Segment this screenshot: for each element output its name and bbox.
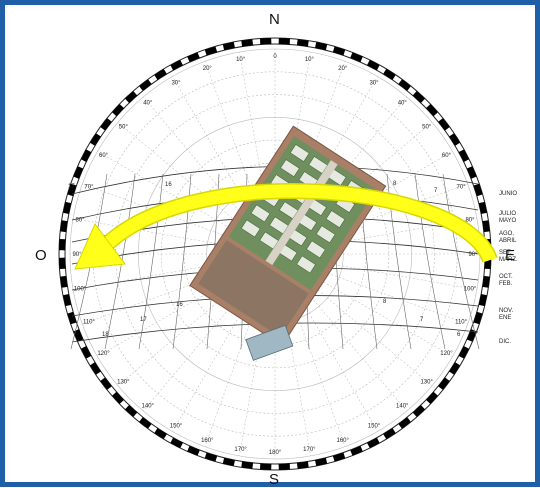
azimuth-label: 10° [236,57,246,63]
hour-label: 17 [68,184,75,190]
azimuth-label: 100° [464,286,477,292]
border-tick [206,49,217,52]
azimuth-label: 50° [119,125,129,131]
azimuth-label: 10° [305,57,315,63]
border-tick [485,276,486,287]
border-tick [316,45,327,47]
east-label: E [505,247,515,264]
border-tick [127,93,135,101]
border-tick [476,185,479,196]
border-tick [428,106,436,114]
azimuth-label: 40° [143,100,153,106]
border-tick [66,202,68,213]
sun-path-chart: 010°20°30°40°50°60°70°80°90°100°110°120°… [10,10,540,487]
border-tick [206,455,217,458]
border-tick [441,120,448,129]
border-tick [63,221,64,232]
azimuth-label: 170° [234,447,247,453]
azimuth-label: 20° [338,66,348,72]
border-tick [114,106,122,114]
azimuth-label: 70° [457,184,467,190]
south-label: S [269,471,279,488]
border-tick [482,202,484,213]
border-tick [400,82,409,89]
azimuth-label: 20° [203,66,213,72]
border-tick [415,93,423,101]
azimuth-label: 130° [420,379,433,385]
month-label: AGO.ABRIL [499,231,517,244]
azimuth-label: 40° [398,100,408,106]
month-label: DIC. [499,339,511,345]
azimuth-label: 160° [337,438,350,444]
hour-label: 8 [383,299,387,305]
border-tick [428,394,436,402]
border-tick [70,313,73,324]
site-plan [190,126,386,345]
border-tick [141,82,150,89]
border-tick [351,55,361,59]
azimuth-label: 120° [440,351,453,357]
border-tick [66,295,68,306]
border-tick [103,379,110,388]
hour-label: 7 [420,317,424,323]
border-tick [351,449,361,453]
azimuth-label: 0 [273,54,277,60]
hour-label: 18 [102,332,109,338]
border-tick [485,221,486,232]
azimuth-label: 50° [422,125,432,131]
border-tick [400,420,409,427]
border-tick [441,379,448,388]
month-label: NOV.ENE [499,308,513,321]
azimuth-label: 140° [142,404,155,410]
border-tick [476,313,479,324]
border-tick [223,45,234,47]
border-tick [334,455,345,458]
azimuth-label: 160° [201,438,214,444]
azimuth-label: 110° [83,320,96,326]
border-tick [188,55,198,59]
azimuth-label: 110° [455,320,468,326]
azimuth-label: 150° [368,423,381,429]
hour-label: 16 [176,302,183,308]
month-label: JUNIO [499,191,517,197]
border-tick [76,167,80,177]
border-tick [188,449,198,453]
border-tick [141,420,150,427]
azimuth-label: 140° [396,404,409,410]
border-tick [316,461,327,463]
azimuth-label: 60° [442,153,452,159]
azimuth-label: 30° [171,81,181,87]
azimuth-label: 150° [170,423,183,429]
border-tick [242,42,253,43]
hour-label: 17 [140,317,147,323]
azimuth-label: 30° [369,81,379,87]
azimuth-label: 180° [269,450,282,456]
border-tick [470,167,474,177]
west-label: O [35,247,47,264]
border-tick [482,295,484,306]
azimuth-label: 60° [99,153,109,159]
hour-label: 7 [434,188,438,194]
border-tick [297,42,308,43]
border-tick [127,407,135,415]
azimuth-label: 170° [303,447,316,453]
border-tick [63,276,64,287]
border-tick [76,330,80,340]
hour-label: 6 [457,332,461,338]
azimuth-label: 120° [97,351,110,357]
month-label: OCT.FEB. [499,274,513,287]
azimuth-label: 130° [117,379,130,385]
border-tick [223,461,234,463]
hour-label: 16 [165,182,172,188]
border-tick [242,464,253,465]
border-tick [334,49,345,52]
border-tick [415,407,423,415]
border-tick [114,394,122,402]
border-tick [103,120,110,129]
border-tick [297,464,308,465]
north-label: N [269,11,280,28]
